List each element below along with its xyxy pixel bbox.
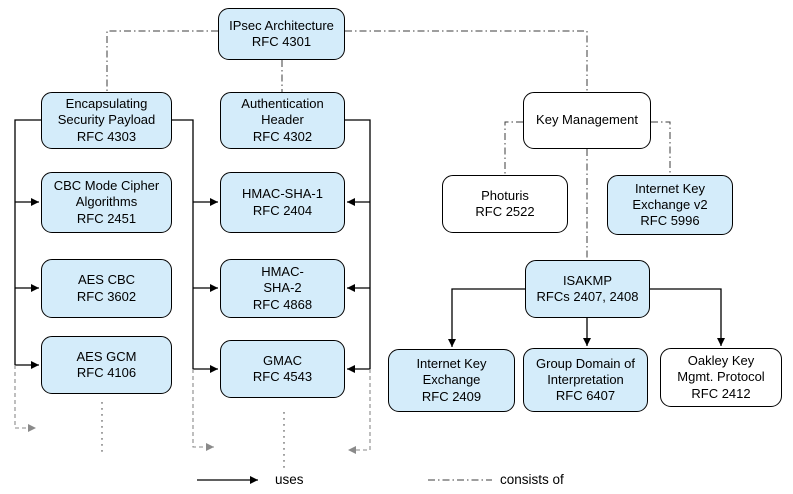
edge-consists-ipsec-keymgmt (345, 30, 588, 92)
edge-consists-keymgmt-ikev2 (651, 121, 671, 175)
node-authentication-header: Authentication Header RFC 4302 (220, 92, 345, 149)
node-hmac-sha-2: HMAC- SHA-2 RFC 4868 (220, 259, 345, 318)
node-photuris: Photuris RFC 2522 (442, 175, 568, 233)
edge-consists-keymgmt-photuris (504, 121, 523, 175)
legend-consists-of-label: consists of (500, 472, 564, 487)
node-ipsec-architecture: IPsec Architecture RFC 4301 (218, 8, 345, 60)
continuation-arrow-middle-rail (192, 369, 214, 451)
node-gdoi: Group Domain of Interpretation RFC 6407 (523, 348, 648, 412)
node-hmac-sha-1: HMAC-SHA-1 RFC 2404 (220, 172, 345, 233)
legend-uses-label: uses (275, 472, 304, 487)
node-oakley: Oakley Key Mgmt. Protocol RFC 2412 (660, 348, 782, 407)
node-cbc-mode-cipher: CBC Mode Cipher Algorithms RFC 2451 (41, 172, 172, 233)
node-gmac: GMAC RFC 4543 (220, 340, 345, 398)
rail-esp-left (14, 119, 43, 365)
node-ike: Internet Key Exchange RFC 2409 (388, 349, 515, 412)
rail-ah-right (345, 119, 371, 369)
edge-isakmp-ike (448, 288, 525, 347)
node-key-management: Key Management (523, 92, 651, 149)
node-ike-v2: Internet Key Exchange v2 RFC 5996 (607, 175, 733, 235)
rail-esp-middle (172, 119, 194, 369)
node-isakmp: ISAKMP RFCs 2407, 2408 (525, 260, 650, 318)
edge-isakmp-oakley (650, 288, 725, 346)
continuation-arrow-right-rail (348, 369, 371, 454)
edge-consists-ipsec-esp (106, 30, 218, 92)
node-aes-cbc: AES CBC RFC 3602 (41, 259, 172, 318)
continuation-arrow-left-rail (14, 365, 36, 432)
node-esp: Encapsulating Security Payload RFC 4303 (41, 92, 172, 149)
node-aes-gcm: AES GCM RFC 4106 (41, 336, 172, 394)
